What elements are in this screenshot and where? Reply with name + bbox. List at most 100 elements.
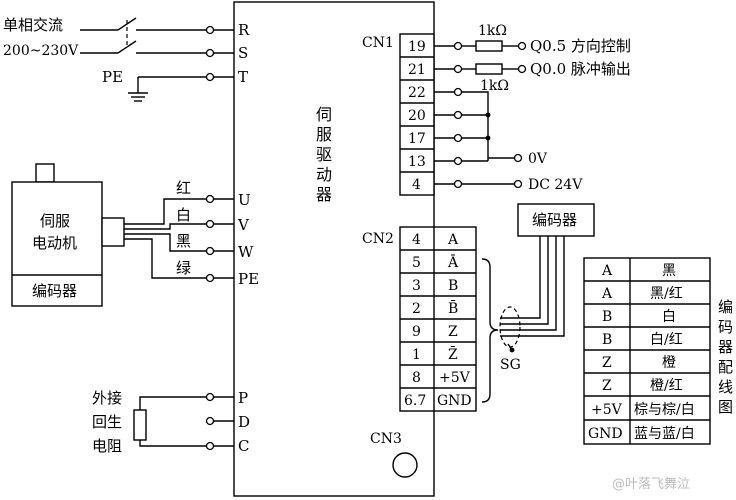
wire-color-w: 黑 xyxy=(176,232,191,250)
wt-color: 蓝与蓝/白 xyxy=(634,426,695,442)
cn1-terminal-17 xyxy=(453,133,463,143)
resistor-line3: 电阻 xyxy=(92,437,122,455)
wt-color: 白 xyxy=(662,309,676,325)
switch-s-blade xyxy=(117,40,137,54)
sg-label: SG xyxy=(500,357,521,373)
zero-v-label: 0V xyxy=(528,151,548,167)
terminal-r xyxy=(205,25,215,35)
motor-wire-u xyxy=(124,198,206,225)
power-source-label: 单相交流 xyxy=(3,16,63,34)
terminal-label-t: T xyxy=(238,68,248,86)
cn2-bracket xyxy=(481,258,499,403)
junction-dot xyxy=(485,112,491,118)
regen-resistor xyxy=(133,409,147,441)
resistor-1k-2 xyxy=(475,63,503,75)
cn2-pin: 5 xyxy=(412,255,421,271)
terminal-v xyxy=(205,219,215,229)
cn2-label: CN2 xyxy=(362,231,394,247)
resistor-1k-1 xyxy=(475,40,503,52)
motor-encoder-label: 编码器 xyxy=(32,282,77,300)
servo-motor-body xyxy=(11,181,103,307)
cn1-terminal-13 xyxy=(453,156,463,166)
cn2-signal: Z xyxy=(448,324,458,340)
q05-terminal xyxy=(517,41,527,51)
wt-color: 橙 xyxy=(662,355,676,371)
wt-signal: Z xyxy=(602,378,612,394)
cn1-pin: 13 xyxy=(408,154,426,170)
motor-wire-v xyxy=(124,223,206,230)
cn2-pin: 9 xyxy=(412,324,421,340)
terminal-w xyxy=(205,246,215,256)
wt-side-title-char: 编 xyxy=(718,298,733,316)
q00-label: Q0.0 脉冲输出 xyxy=(530,60,631,78)
wt-color: 棕与棕/白 xyxy=(634,402,695,418)
cn1-pin: 20 xyxy=(408,108,426,124)
motor-name-line2: 电动机 xyxy=(32,234,77,252)
motor-wire-w xyxy=(124,233,206,252)
wire-color-pe: 绿 xyxy=(176,259,191,277)
terminal-label-c: C xyxy=(238,437,249,455)
wt-side-title-char: 配 xyxy=(718,358,733,376)
wt-side-title-char: 线 xyxy=(718,378,733,396)
dc24-label: DC 24V xyxy=(528,177,583,193)
terminal-s xyxy=(205,48,215,58)
shield-dot xyxy=(509,347,515,353)
cn1-terminal-4 xyxy=(453,179,463,189)
resistor-wire-p xyxy=(139,396,206,410)
power-voltage-label: 200~230V xyxy=(3,43,79,59)
wt-color: 橙/红 xyxy=(650,378,683,394)
wire-color-v: 白 xyxy=(176,206,191,224)
wt-signal: B xyxy=(602,309,612,325)
terminal-label-r: R xyxy=(238,21,250,39)
cn2-pin: 3 xyxy=(412,278,421,294)
cn1-pin: 4 xyxy=(412,177,421,193)
resistor-line1: 外接 xyxy=(92,389,122,407)
wt-signal: A xyxy=(601,286,613,302)
encoder-cable-3 xyxy=(500,236,557,331)
cn2-signal: GND xyxy=(437,393,472,409)
terminal-t xyxy=(205,72,215,82)
q00-terminal xyxy=(517,64,527,74)
terminal-p xyxy=(205,392,215,402)
terminal-pe xyxy=(205,273,215,283)
cn1-pin: 19 xyxy=(408,39,426,55)
r1-label: 1kΩ xyxy=(478,23,507,39)
wt-signal: GND xyxy=(588,426,623,442)
cn3-label: CN3 xyxy=(370,431,402,447)
watermark: @叶落飞舞泣 xyxy=(612,477,690,492)
wt-side-title-char: 器 xyxy=(718,338,733,356)
terminal-c xyxy=(205,441,215,451)
cn2-pin: 4 xyxy=(412,232,421,248)
motor-name-line1: 伺服 xyxy=(40,212,70,230)
terminal-label-w: W xyxy=(238,243,254,261)
cn2-pin: 2 xyxy=(412,301,421,317)
cn1-pin-table xyxy=(399,33,435,196)
terminal-label-u: U xyxy=(238,191,251,209)
driver-title-char: 服 xyxy=(316,125,332,144)
wt-color: 黑/红 xyxy=(650,286,683,302)
wt-signal: Z xyxy=(602,355,612,371)
cn1-pin: 21 xyxy=(408,62,426,78)
terminal-d xyxy=(205,416,215,426)
cn2-signal: +5V xyxy=(439,370,471,386)
shield-ellipse xyxy=(499,306,521,348)
terminal-label-s: S xyxy=(238,44,248,62)
zero-v-bus xyxy=(462,91,489,161)
resistor-wire-c xyxy=(139,440,206,447)
encoder-cable-1 xyxy=(500,236,541,319)
driver-title-char: 动 xyxy=(316,165,332,184)
cn2-signal: B xyxy=(448,278,458,294)
junction-dot xyxy=(485,135,491,141)
cn1-terminal-19 xyxy=(453,41,463,51)
cn2-pin: 6.7 xyxy=(404,393,426,409)
motor-cap xyxy=(35,163,55,183)
cn1-terminal-20 xyxy=(453,110,463,120)
encoder-cable-2 xyxy=(500,236,549,325)
wt-signal: +5V xyxy=(591,402,623,418)
cn1-terminal-22 xyxy=(453,87,463,97)
cn3-port xyxy=(392,452,418,478)
cn1-pin: 17 xyxy=(408,131,426,147)
motor-terminal-block xyxy=(101,217,125,247)
wt-side-title-char: 图 xyxy=(718,398,733,416)
